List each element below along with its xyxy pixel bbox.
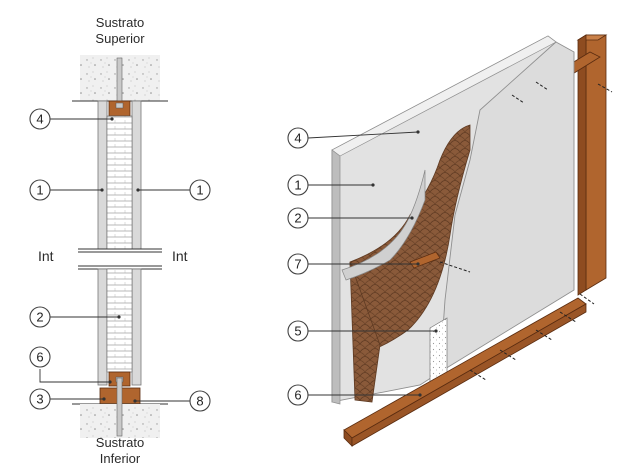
section-callout-8 bbox=[189, 390, 211, 412]
iso-inner-board bbox=[341, 169, 426, 281]
top-substrate-label-line1: Sustrato bbox=[96, 15, 144, 30]
bottom-substrate-label-line1: Sustrato bbox=[96, 435, 144, 450]
bottom-anchor-bolt bbox=[116, 377, 123, 437]
section-break-top bbox=[78, 248, 162, 253]
section-callout-1-left-number: 1 bbox=[36, 183, 43, 198]
section-break-bottom bbox=[78, 265, 162, 270]
left-gypsum-board-upper bbox=[97, 100, 108, 250]
iso-callout-4-number: 4 bbox=[294, 131, 301, 146]
top-bolt-washer bbox=[115, 102, 124, 109]
section-callout-6 bbox=[29, 346, 51, 368]
iso-callout-7 bbox=[287, 253, 309, 275]
iso-callout-2 bbox=[287, 207, 309, 229]
cavity-insulation-upper bbox=[106, 115, 133, 250]
right-gypsum-board-upper bbox=[131, 100, 142, 250]
iso-callout-6 bbox=[287, 384, 309, 406]
iso-callout-4 bbox=[287, 127, 309, 149]
section-callout-6-number: 6 bbox=[36, 350, 43, 365]
cavity-insulation-lower bbox=[106, 268, 133, 373]
section-callout-3 bbox=[29, 388, 51, 410]
iso-callout-6-number: 6 bbox=[294, 388, 301, 403]
section-callout-2-number: 2 bbox=[36, 310, 43, 325]
iso-callout-2-number: 2 bbox=[294, 211, 301, 226]
section-callout-4 bbox=[29, 108, 51, 130]
right-gypsum-board-lower bbox=[131, 268, 142, 386]
bottom-substrate-label-line2: Inferior bbox=[100, 451, 141, 466]
iso-callout-5 bbox=[287, 320, 309, 342]
iso-right-stud bbox=[585, 34, 607, 291]
isometric-view: 4 1 2 7 5 6 bbox=[287, 34, 613, 447]
iso-callout-1 bbox=[287, 174, 309, 196]
top-substrate-label-line2: Superior bbox=[95, 31, 145, 46]
interior-label-right: Int bbox=[172, 248, 188, 264]
iso-fastener-marks bbox=[439, 81, 613, 381]
section-callout-1-left bbox=[29, 179, 51, 201]
section-callout-3-number: 3 bbox=[36, 392, 43, 407]
iso-fill-block bbox=[429, 317, 448, 383]
section-callout-8-number: 8 bbox=[196, 394, 203, 409]
left-gypsum-board-lower bbox=[97, 268, 108, 386]
section-callout-1-right bbox=[189, 179, 211, 201]
interior-label-left: Int bbox=[38, 248, 54, 264]
section-callout-4-number: 4 bbox=[36, 112, 43, 127]
iso-callout-5-number: 5 bbox=[294, 324, 301, 339]
section-callout-2 bbox=[29, 306, 51, 328]
iso-callout-7-number: 7 bbox=[294, 257, 301, 272]
iso-callout-1-number: 1 bbox=[294, 178, 301, 193]
section-callout-1-right-number: 1 bbox=[196, 183, 203, 198]
top-anchor-bolt bbox=[116, 57, 123, 107]
vertical-section: Sustrato Superior Int Int Sustrato bbox=[29, 15, 211, 466]
